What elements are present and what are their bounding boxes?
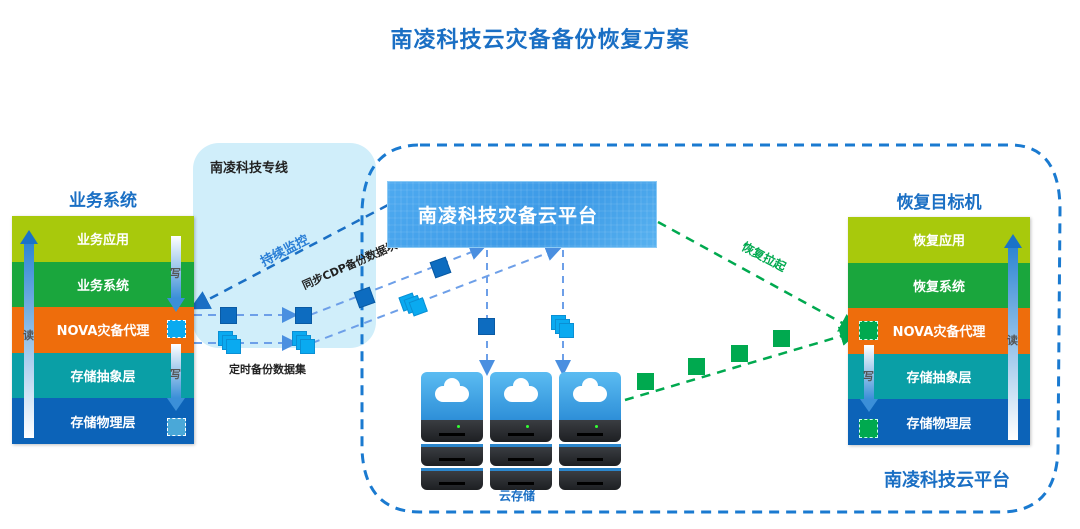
read-arrow-icon bbox=[1004, 234, 1022, 440]
layer-agent: NOVA灾备代理 bbox=[848, 308, 1030, 354]
agent-restore-block-icon bbox=[859, 321, 878, 340]
cloud-platform-box: 南凌科技灾备云平台 bbox=[387, 181, 657, 248]
source-system-stack: 业务应用 业务系统 NOVA灾备代理 存储抽象层 存储物理层 bbox=[12, 216, 194, 444]
read-label: 读 bbox=[23, 329, 34, 342]
cdp-block-icon bbox=[295, 307, 312, 324]
restore-block-icon bbox=[688, 358, 705, 375]
cdp-uplink-line bbox=[309, 244, 486, 316]
dedicated-line-label: 南凌科技专线 bbox=[210, 161, 289, 176]
write-label: 写 bbox=[170, 267, 181, 280]
page-title: 南凌科技云灾备备份恢复方案 bbox=[390, 28, 690, 53]
layer-system: 恢复系统 bbox=[848, 262, 1030, 309]
monitor-flow-line bbox=[189, 203, 389, 310]
target-system-title: 恢复目标机 bbox=[896, 193, 982, 213]
write-arrow-icon bbox=[167, 236, 185, 316]
restore-data-line bbox=[624, 326, 860, 402]
write-label: 写 bbox=[863, 370, 874, 383]
layer-app: 业务应用 bbox=[12, 216, 194, 262]
cloud-icon bbox=[573, 378, 607, 402]
cloud-platform-label: 南凌科技灾备云平台 bbox=[418, 205, 599, 227]
scheduled-backup-label: 定时备份数据集 bbox=[229, 363, 306, 376]
layer-agent: NOVA灾备代理 bbox=[12, 307, 194, 353]
storage-drive-stack bbox=[490, 372, 552, 490]
cloud-storage-label: 云存储 bbox=[499, 489, 536, 503]
agent-data-block-icon bbox=[167, 320, 186, 338]
dataset-stack-icon bbox=[551, 315, 579, 341]
read-arrow-icon bbox=[20, 230, 38, 438]
write-arrow-icon bbox=[860, 345, 878, 415]
cloud-icon bbox=[504, 378, 538, 402]
platform-region-border bbox=[360, 143, 1062, 514]
target-system-stack: 恢复应用 恢复系统 NOVA灾备代理 存储抽象层 存储物理层 bbox=[848, 217, 1030, 445]
write-arrow-lower-icon bbox=[167, 344, 185, 414]
restore-block-icon bbox=[773, 330, 790, 347]
layer-system: 业务系统 bbox=[12, 261, 194, 308]
circuit-texture bbox=[388, 182, 656, 247]
cloud-storage bbox=[421, 372, 631, 490]
storage-drive-stack bbox=[421, 372, 483, 490]
layer-app: 恢复应用 bbox=[848, 217, 1030, 263]
cloud-icon bbox=[435, 378, 469, 402]
dataset-uplink-line bbox=[311, 245, 562, 344]
layer-storage-abstract: 存储抽象层 bbox=[848, 353, 1030, 400]
cdp-block-icon bbox=[220, 307, 237, 324]
storage-drive-stack bbox=[559, 372, 621, 490]
platform-region-label: 南凌科技云平台 bbox=[884, 470, 1010, 491]
restore-control-line bbox=[657, 220, 860, 333]
dataset-stack-icon bbox=[218, 331, 246, 357]
source-system-title: 业务系统 bbox=[69, 191, 137, 211]
dataset-stack-icon bbox=[292, 331, 320, 357]
layer-storage-physical: 存储物理层 bbox=[12, 398, 194, 444]
read-label: 读 bbox=[1007, 334, 1018, 347]
write-label-lower: 写 bbox=[170, 368, 181, 381]
restore-block-icon bbox=[637, 373, 654, 390]
layer-storage-physical: 存储物理层 bbox=[848, 399, 1030, 445]
restore-block-icon bbox=[731, 345, 748, 362]
physical-data-block-icon bbox=[167, 418, 186, 436]
cdp-block-icon bbox=[478, 318, 495, 335]
physical-restore-block-icon bbox=[859, 419, 878, 438]
layer-storage-abstract: 存储抽象层 bbox=[12, 352, 194, 399]
